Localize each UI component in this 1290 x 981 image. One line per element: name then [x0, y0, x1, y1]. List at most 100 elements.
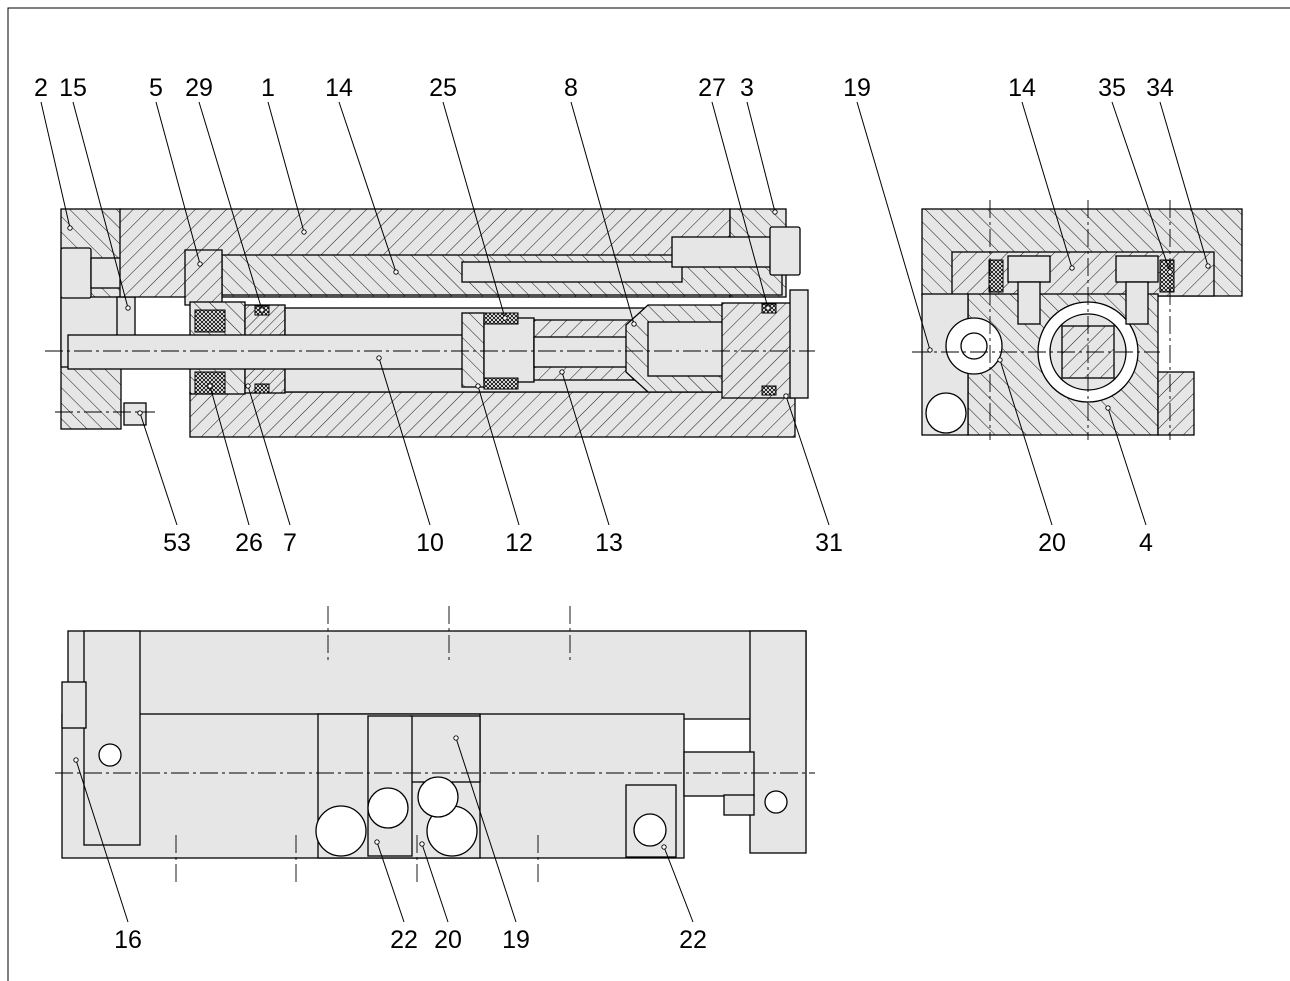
leader-line-10: [378, 357, 431, 526]
leader-dot-29: [259, 307, 265, 313]
leader-line-29: [198, 101, 263, 311]
leader-line-19: [856, 101, 931, 351]
part-label-3: 3: [740, 74, 754, 102]
rail-slot: [461, 261, 683, 283]
bolt-22b: [367, 787, 409, 829]
leader-dot-22: [374, 839, 380, 845]
leader-dot-14: [393, 269, 399, 275]
bolt-22c: [633, 813, 667, 847]
part-label-22: 22: [679, 926, 707, 954]
seal-25: [483, 312, 519, 325]
plan-view: [55, 606, 815, 885]
pin-right: [764, 790, 788, 814]
leader-line-27: [711, 101, 769, 309]
left-stub: [61, 681, 87, 729]
leader-dot-15: [125, 305, 131, 311]
sensor-bolt: [960, 332, 988, 360]
leader-dot-22: [661, 844, 667, 850]
leader-line-8: [570, 101, 635, 325]
leader-dot-25: [502, 315, 508, 321]
leader-dot-20: [419, 841, 425, 847]
sensor-block: [123, 402, 147, 426]
leader-line-20: [421, 843, 449, 923]
leader-line-1: [267, 101, 305, 233]
leader-line-31: [785, 395, 830, 526]
bolt-right: [1115, 255, 1159, 283]
bolt-left-shank: [1017, 281, 1041, 325]
leader-line-34: [1159, 101, 1209, 267]
bearing-35: [988, 259, 1004, 293]
seal-26b: [194, 371, 226, 395]
leader-dot-7: [245, 383, 251, 389]
leader-line-13: [561, 371, 610, 526]
pin-left: [98, 743, 122, 767]
leader-dot-19: [927, 347, 933, 353]
part-label-25: 25: [429, 74, 457, 102]
leader-dot-27: [765, 305, 771, 311]
leader-line-22: [663, 846, 694, 923]
leader-line-14: [338, 101, 397, 273]
sleeve-thread: [533, 336, 635, 368]
part-label-35: 35: [1098, 74, 1126, 102]
leader-dot-8: [631, 321, 637, 327]
frame-border: [7, 7, 1290, 981]
cross-section-view: [912, 200, 1243, 440]
leader-dot-35: [1167, 269, 1173, 275]
part-label-8: 8: [564, 74, 578, 102]
leader-line-4: [1107, 407, 1147, 526]
end-cover: [721, 302, 793, 399]
head-cap: [184, 249, 223, 306]
leader-dot-19: [453, 735, 459, 741]
leader-dot-4: [1105, 405, 1111, 411]
bolt-left: [1007, 255, 1051, 283]
leader-line-15: [72, 101, 129, 309]
stub-right: [723, 794, 755, 816]
sensor-block-19: [409, 715, 481, 783]
part-label-22: 22: [390, 926, 418, 954]
part-label-14: 14: [1008, 74, 1036, 102]
bearing-34: [1159, 259, 1175, 293]
leader-line-7: [247, 385, 291, 526]
sensor-clamp-20: [367, 715, 413, 857]
part-label-26: 26: [235, 529, 263, 557]
leader-line-19: [455, 737, 517, 923]
left-end-plate: [83, 630, 141, 846]
leader-dot-14: [1069, 265, 1075, 271]
leader-line-3: [746, 101, 776, 213]
part-label-12: 12: [505, 529, 533, 557]
leader-dot-12: [475, 383, 481, 389]
longitudinal-section-view: [45, 208, 815, 438]
end-cover-plate: [789, 289, 809, 399]
leader-dot-31: [783, 393, 789, 399]
part-label-29: 29: [185, 74, 213, 102]
part-label-4: 4: [1139, 529, 1153, 557]
top-plate-plan: [67, 630, 807, 720]
leader-line-2: [40, 101, 71, 229]
leader-dot-3: [772, 209, 778, 215]
lower-bolt: [925, 392, 967, 434]
lower-body: [189, 391, 796, 438]
piston: [461, 312, 485, 388]
leader-dot-1: [301, 229, 307, 235]
part-label-1: 1: [261, 74, 275, 102]
leader-line-14: [1021, 101, 1073, 269]
part-label-13: 13: [595, 529, 623, 557]
leader-dot-53: [137, 410, 143, 416]
part-label-19: 19: [843, 74, 871, 102]
end-screw-head: [769, 226, 801, 276]
part-label-14: 14: [325, 74, 353, 102]
leader-line-5: [155, 101, 201, 265]
piston-hub: [483, 317, 535, 383]
part-label-53: 53: [163, 529, 191, 557]
part-label-7: 7: [283, 529, 297, 557]
end-screw: [671, 236, 773, 268]
seal-25b: [483, 377, 519, 390]
leader-line-12: [477, 385, 520, 526]
part-label-20: 20: [434, 926, 462, 954]
seal-7: [254, 383, 270, 394]
part-label-15: 15: [59, 74, 87, 102]
leader-dot-34: [1205, 263, 1211, 269]
part-label-16: 16: [114, 926, 142, 954]
